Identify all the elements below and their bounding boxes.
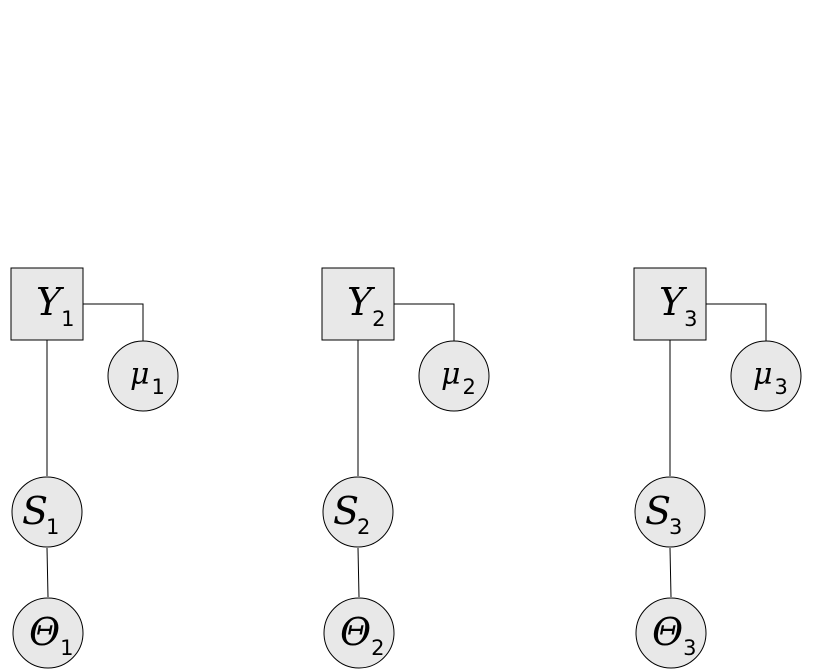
mean-label-mu2-index: 2 xyxy=(463,375,476,399)
mean-label-mu1-index: 1 xyxy=(152,375,165,399)
parameter-circle-theta1 xyxy=(12,597,84,669)
mean-label-mu3: μ3 xyxy=(753,357,788,399)
parameter-label-theta2-symbol: Θ xyxy=(340,610,371,654)
observation-label-y2-symbol: Y xyxy=(347,280,376,324)
mean-label-mu2: μ2 xyxy=(441,357,476,399)
observation-label-y2: Y2 xyxy=(347,280,385,331)
state-label-s2-index: 2 xyxy=(357,515,370,539)
observation-node-y3: Y3 xyxy=(633,267,707,341)
mean-label-mu1-symbol: μ xyxy=(130,357,150,392)
observation-box-y2 xyxy=(321,267,395,341)
mean-node-mu2: μ2 xyxy=(418,340,490,412)
parameter-circle-theta3 xyxy=(635,597,707,669)
state-node-s3: S3 xyxy=(634,476,706,548)
parameter-node-theta2: Θ2 xyxy=(323,597,395,669)
parameter-circle-theta2 xyxy=(323,597,395,669)
parameter-label-theta1-index: 1 xyxy=(60,636,73,660)
mean-label-mu2-symbol: μ xyxy=(441,357,461,392)
state-label-s3-symbol: S xyxy=(645,489,671,533)
parameter-label-theta1: Θ1 xyxy=(29,610,74,660)
state-circle-s2 xyxy=(322,476,394,548)
state-label-s1: S1 xyxy=(22,489,59,539)
state-label-s1-index: 1 xyxy=(46,515,59,539)
mean-circle-mu1 xyxy=(107,340,179,412)
mean-node-mu1: μ1 xyxy=(107,340,179,412)
observation-node-y1: Y1 xyxy=(10,267,84,341)
parameter-label-theta3: Θ3 xyxy=(652,610,697,660)
parameter-label-theta1-symbol: Θ xyxy=(29,610,60,654)
edge-y-mu-3 xyxy=(706,303,767,341)
edge-y-mu-2 xyxy=(394,303,455,341)
parameter-label-theta2-index: 2 xyxy=(371,636,384,660)
state-label-s2-symbol: S xyxy=(333,489,359,533)
edge-s-theta-3 xyxy=(669,547,672,598)
observation-node-y2: Y2 xyxy=(321,267,395,341)
edge-y-mu-1 xyxy=(83,303,144,341)
observation-label-y3: Y3 xyxy=(659,280,697,331)
observation-label-y1-symbol: Y xyxy=(36,280,65,324)
observation-box-y1 xyxy=(10,267,84,341)
state-node-s2: S2 xyxy=(322,476,394,548)
parameter-node-theta3: Θ3 xyxy=(635,597,707,669)
observation-label-y3-symbol: Y xyxy=(659,280,688,324)
mean-circle-mu2 xyxy=(418,340,490,412)
parameter-node-theta1: Θ1 xyxy=(12,597,84,669)
state-label-s3: S3 xyxy=(645,489,682,539)
observation-label-y1: Y1 xyxy=(36,280,74,331)
mean-label-mu3-index: 3 xyxy=(775,375,788,399)
parameter-label-theta3-symbol: Θ xyxy=(652,610,683,654)
mean-circle-mu3 xyxy=(730,340,802,412)
state-circle-s1 xyxy=(11,476,83,548)
state-label-s2: S2 xyxy=(333,489,370,539)
state-node-s1: S1 xyxy=(11,476,83,548)
observation-box-y3 xyxy=(633,267,707,341)
mean-label-mu3-symbol: μ xyxy=(753,357,773,392)
parameter-label-theta3-index: 3 xyxy=(683,636,696,660)
observation-label-y1-index: 1 xyxy=(61,307,74,331)
state-label-s3-index: 3 xyxy=(669,515,682,539)
parameter-label-theta2: Θ2 xyxy=(340,610,385,660)
state-label-s1-symbol: S xyxy=(22,489,48,533)
observation-label-y3-index: 3 xyxy=(684,307,697,331)
observation-label-y2-index: 2 xyxy=(372,307,385,331)
state-circle-s3 xyxy=(634,476,706,548)
mean-node-mu3: μ3 xyxy=(730,340,802,412)
edge-s-theta-2 xyxy=(357,547,360,598)
edge-s-theta-1 xyxy=(46,547,49,598)
mean-label-mu1: μ1 xyxy=(130,357,165,399)
